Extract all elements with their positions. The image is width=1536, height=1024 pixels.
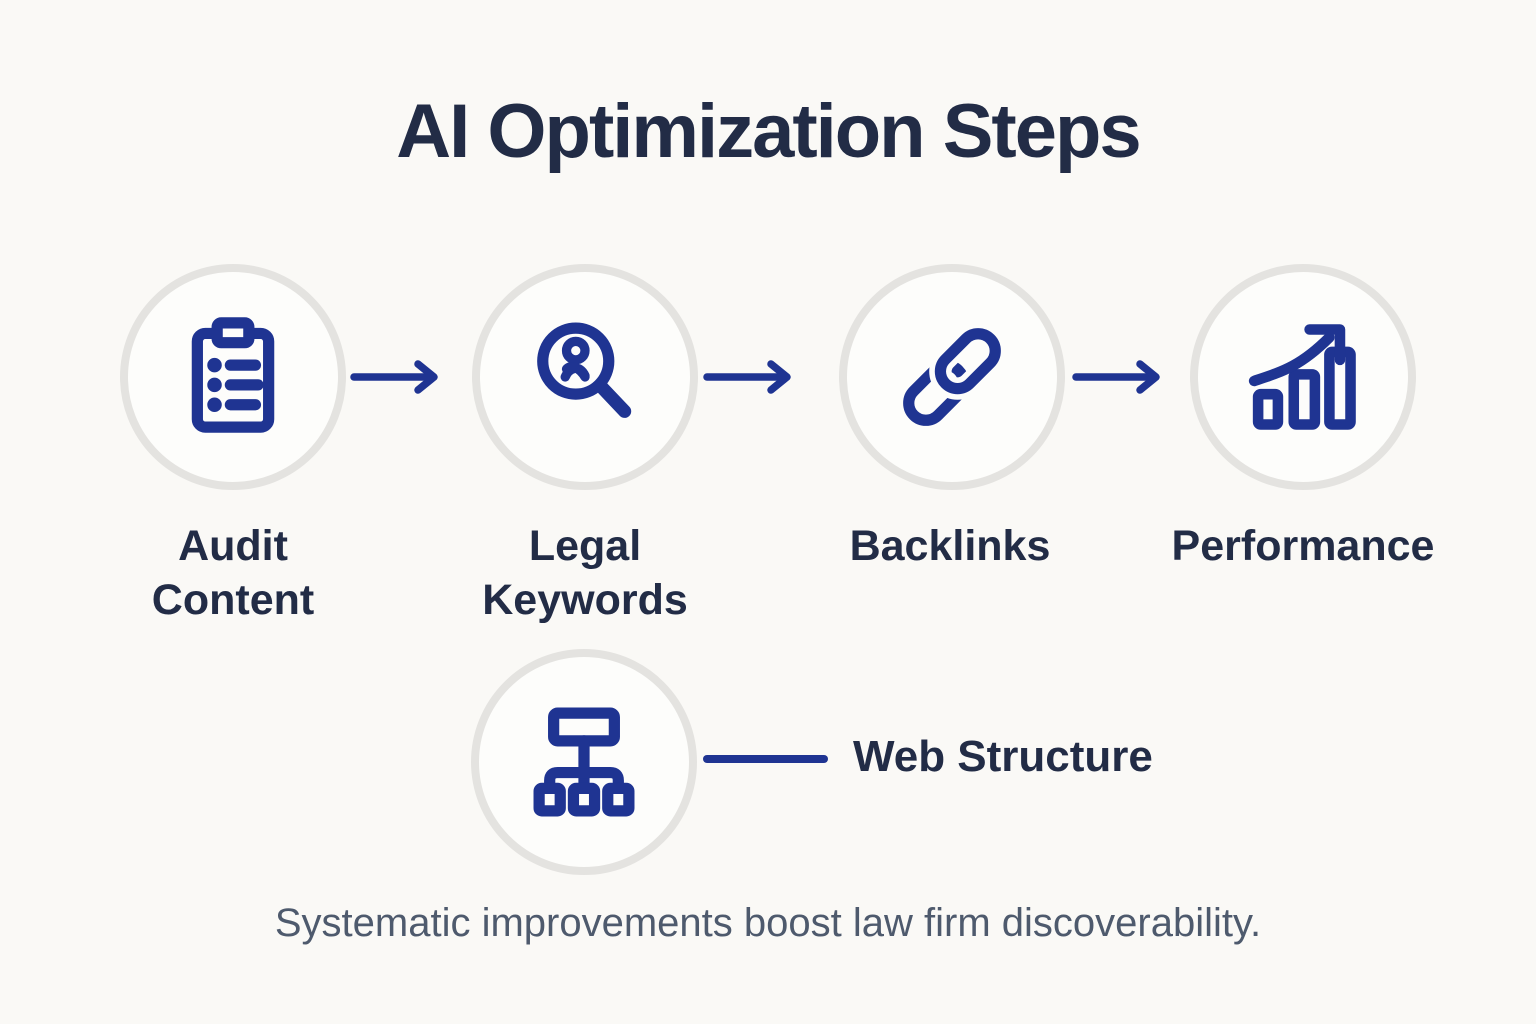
flow-arrow-icon: [350, 360, 438, 394]
step-label-performance: Performance: [1171, 522, 1435, 570]
step-label-legal-keywords: Legal Keywords: [482, 522, 688, 624]
step-circle-legal-keywords: [472, 264, 698, 490]
step-label-backlinks: Backlinks: [849, 522, 1051, 570]
connector-line: [703, 755, 828, 763]
step-circle-backlinks: [839, 264, 1065, 490]
flow-arrow-icon: [703, 360, 791, 394]
step-circle-performance: [1190, 264, 1416, 490]
step-circle-audit-content: [120, 264, 346, 490]
growth-chart-icon: [1248, 324, 1356, 430]
page-title: AI Optimization Steps: [396, 89, 1141, 174]
step-circle-web-structure: [471, 649, 697, 875]
caption-text: Systematic improvements boost law firm d…: [274, 901, 1262, 945]
flow-arrow-icon: [1072, 360, 1160, 394]
keyword-search-icon: [537, 322, 632, 418]
clipboard-checklist-icon: [191, 317, 275, 433]
step-label-audit-content: Audit Content: [151, 522, 315, 624]
chain-link-icon: [903, 322, 1007, 426]
sitemap-icon: [533, 707, 635, 817]
step-label-web-structure: Web Structure: [853, 732, 1153, 781]
